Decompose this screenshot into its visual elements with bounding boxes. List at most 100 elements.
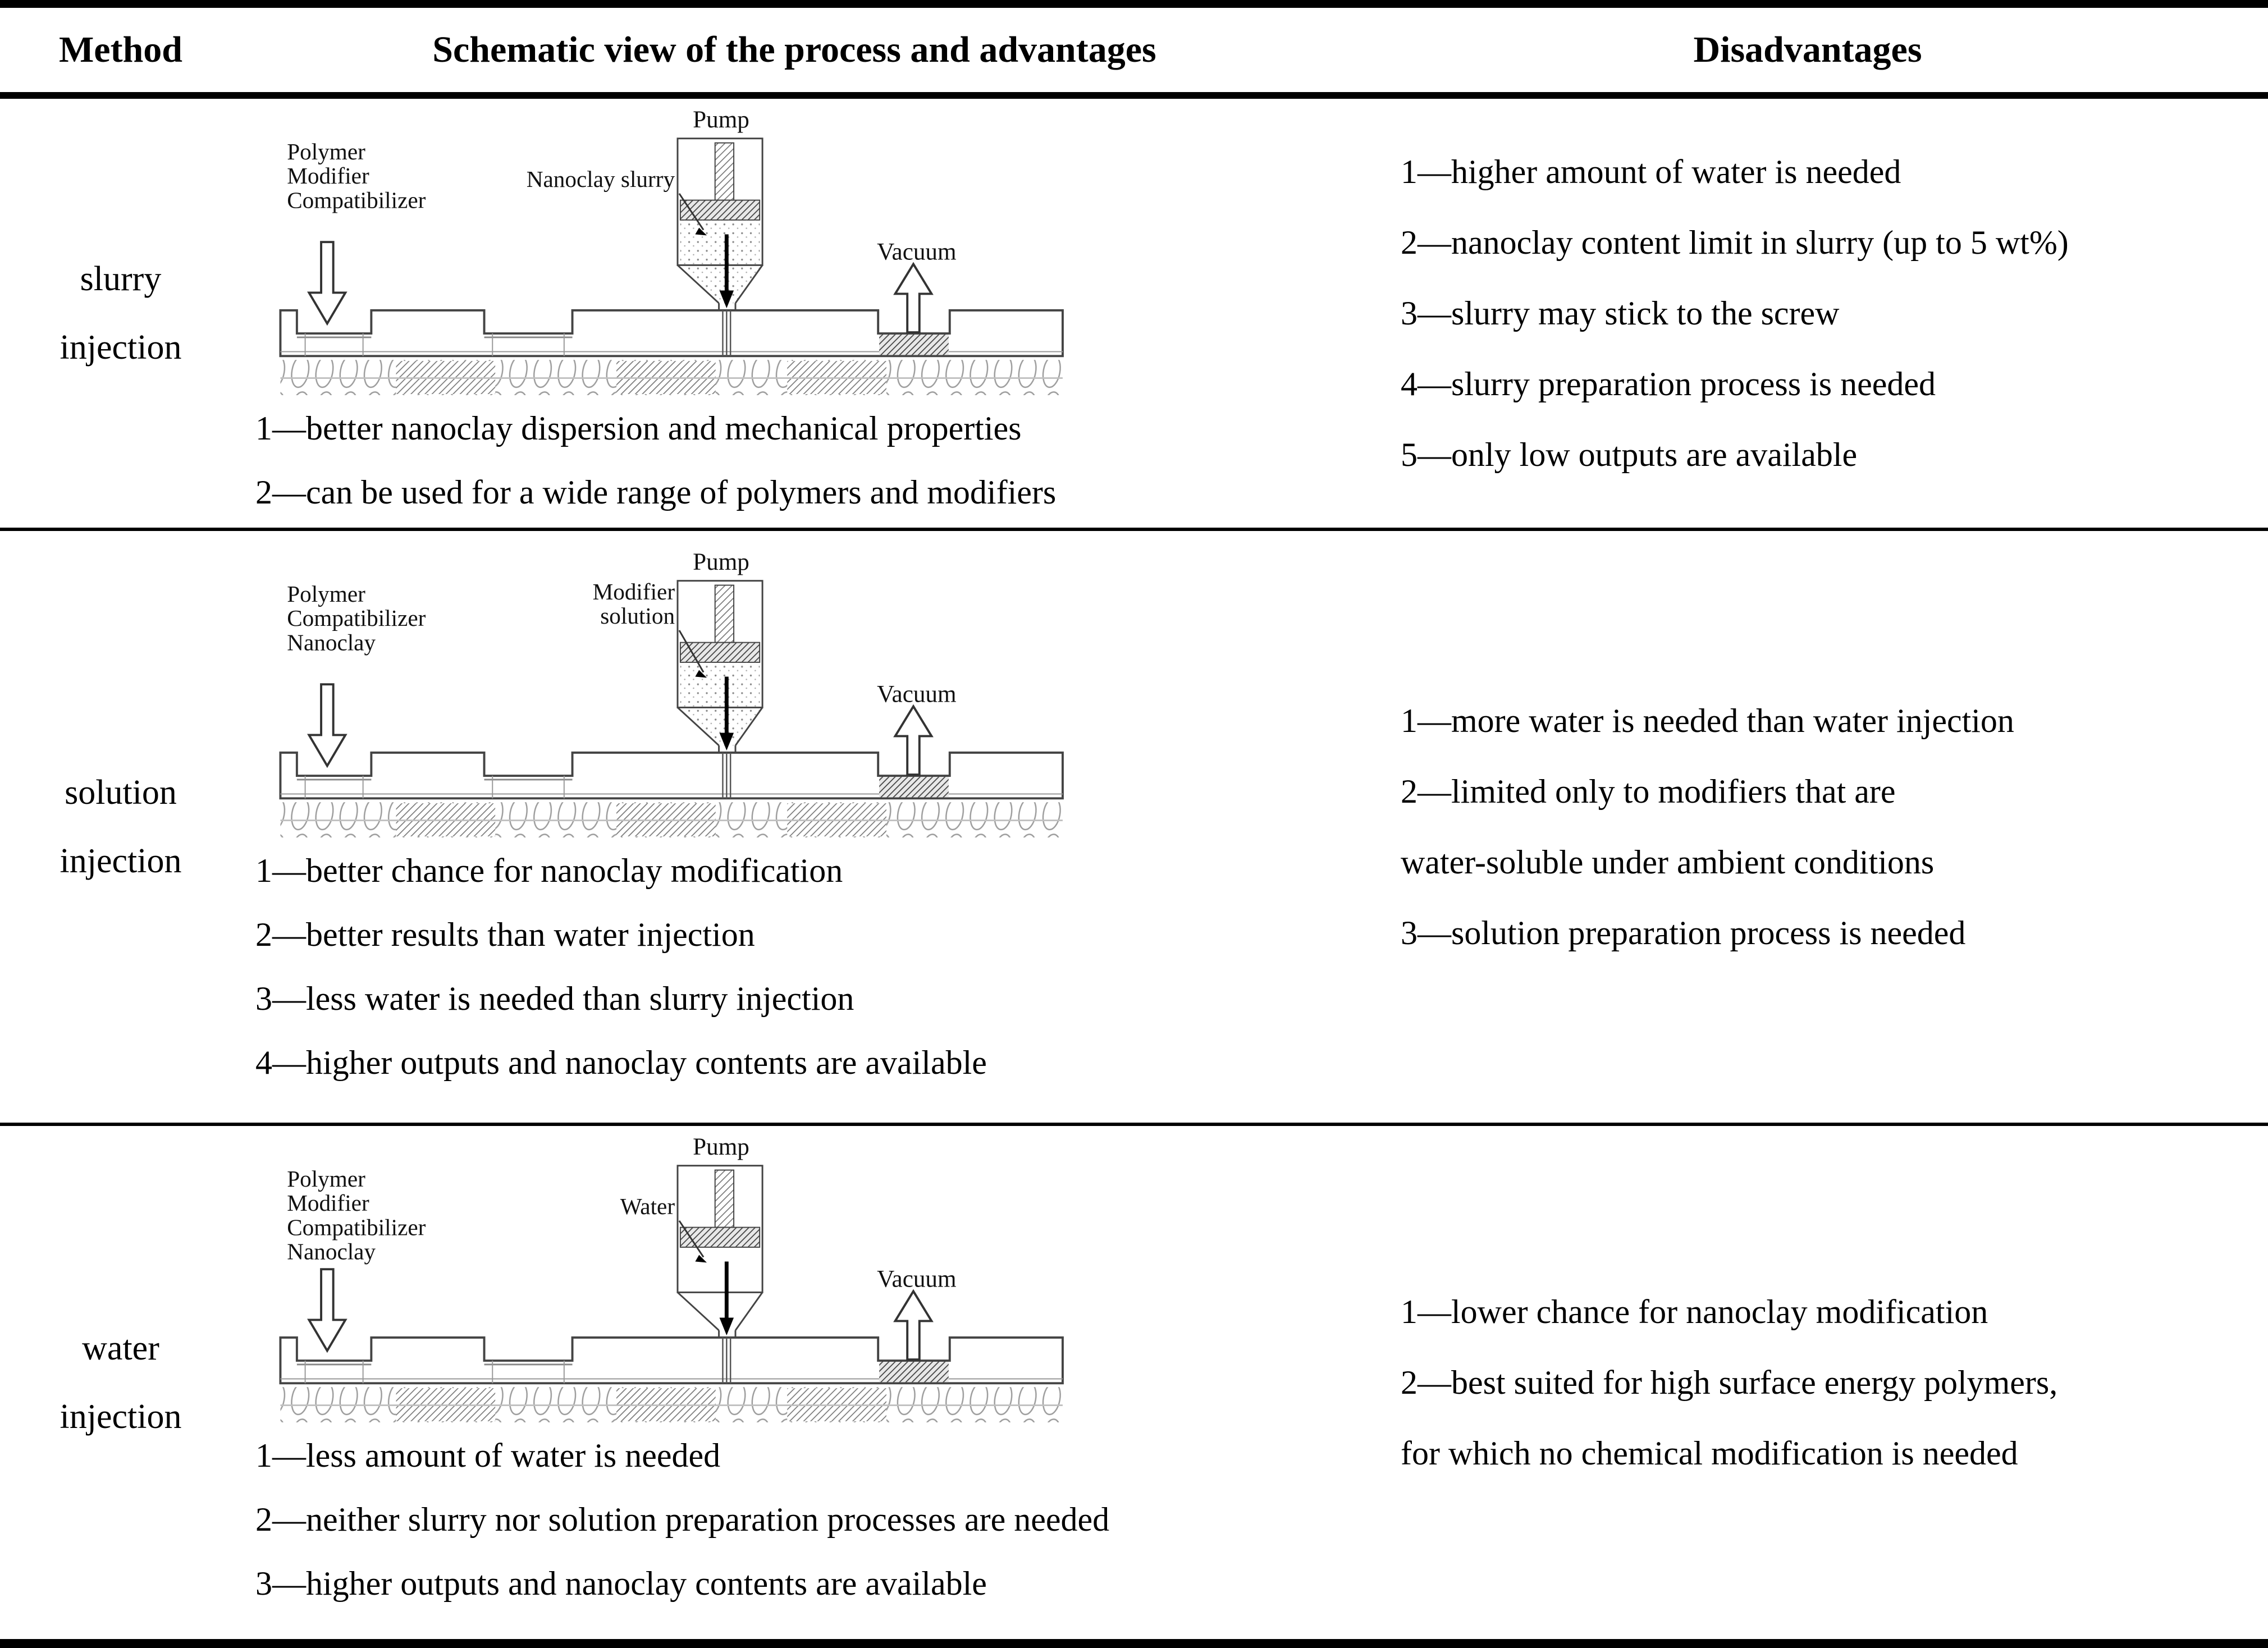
feed-label: Polymer — [287, 581, 365, 607]
injection-leader-arrow — [678, 630, 707, 678]
advantage-item: 1—better chance for nanoclay modificatio… — [255, 852, 843, 889]
advantage-item: 1—better nanoclay dispersion and mechani… — [255, 410, 1022, 447]
extruder-schematic-image: Polymer Compatibilizer Nanoclay Modifier… — [279, 549, 1064, 837]
extruder-schematic-water: Polymer Modifier Compatibilizer Nanoclay… — [264, 1126, 1347, 1423]
pump-label: Pump — [693, 107, 749, 133]
vacuum-port-floor — [879, 335, 949, 355]
feed-label: Polymer — [287, 1166, 365, 1192]
screw — [280, 360, 1063, 395]
disadvantage-item: 4—slurry preparation process is needed — [1401, 365, 1936, 402]
method-cell-water-injection: water injection — [0, 1126, 241, 1639]
advantages-list: 1—less amount of water is needed 2—neith… — [241, 1423, 1347, 1615]
table-row: slurry injection — [0, 99, 2268, 528]
pump-label: Pump — [693, 549, 749, 575]
extruder-schematic-image: Polymer Modifier Compatibilizer Nanoclay… — [279, 1134, 1064, 1422]
injection-leader-arrow — [678, 193, 707, 236]
vacuum-arrow-icon — [893, 704, 934, 776]
pump-syringe — [676, 1165, 763, 1338]
advantage-item: 4—higher outputs and nanoclay contents a… — [255, 1044, 987, 1081]
disadvantage-item: 2—nanoclay content limit in slurry (up t… — [1401, 224, 2069, 261]
feed-label: Nanoclay — [287, 1239, 376, 1265]
disadvantage-item: 1—higher amount of water is needed — [1401, 153, 1901, 190]
header-method: Method — [59, 29, 182, 70]
extruder-barrel — [279, 1336, 1064, 1385]
feed-label: Nanoclay — [287, 629, 376, 655]
extruder-barrel — [279, 751, 1064, 800]
injection-source-label: Water — [620, 1193, 675, 1219]
pump-piston — [679, 199, 761, 221]
extruder-barrel — [279, 309, 1064, 358]
schematic-advantages-cell: Polymer Modifier Compatibilizer Nanoclay… — [241, 99, 1347, 528]
disadvantage-item: 2—limited only to modifiers that are — [1401, 773, 1896, 810]
disadvantage-item: water-soluble under ambient conditions — [1401, 844, 1935, 881]
pump-syringe — [676, 580, 763, 753]
feed-label: Polymer — [287, 139, 365, 164]
table-row: water injection — [0, 1126, 2268, 1639]
method-line: injection — [60, 328, 182, 367]
method-line: water — [82, 1329, 159, 1367]
feed-label: Compatibilizer — [287, 1214, 426, 1240]
pump-syringe — [676, 138, 763, 310]
pump-piston — [679, 642, 761, 663]
injection-source-label: Modifier — [593, 579, 675, 605]
schematic-advantages-cell: Polymer Compatibilizer Nanoclay Modifier… — [241, 531, 1347, 1123]
vacuum-port-floor — [879, 1362, 949, 1383]
method-cell-slurry-injection: slurry injection — [0, 99, 241, 528]
header-separator — [0, 92, 2268, 99]
method-line: solution — [65, 773, 177, 812]
advantage-item: 1—less amount of water is needed — [255, 1437, 721, 1474]
solution-content — [680, 662, 760, 708]
disadvantages-cell: 1—lower chance for nanoclay modification… — [1347, 1126, 2268, 1639]
advantage-item: 2—can be used for a wide range of polyme… — [255, 474, 1057, 511]
vacuum-arrow-icon — [893, 262, 934, 334]
screw — [280, 1387, 1063, 1422]
advantage-item: 2—better results than water injection — [255, 916, 755, 953]
table-top-border — [0, 0, 2268, 8]
disadvantages-cell: 1—more water is needed than water inject… — [1347, 531, 2268, 1123]
row-separator — [0, 1123, 2268, 1126]
slurry-content — [680, 219, 760, 265]
pump-rod — [714, 584, 735, 643]
method-line: injection — [60, 842, 182, 880]
disadvantage-item: 1—more water is needed than water inject… — [1401, 702, 2014, 739]
table-row: solution injection — [0, 531, 2268, 1123]
header-disadvantages: Disadvantages — [1693, 29, 1922, 70]
table-header-row: Method Schematic view of the process and… — [0, 8, 2268, 92]
vacuum-port-floor — [879, 777, 949, 798]
advantage-item: 2—neither slurry nor solution preparatio… — [255, 1501, 1110, 1538]
extruder-schematic-slurry: Polymer Modifier Compatibilizer Nanoclay… — [264, 99, 1347, 396]
advantage-item: 3—higher outputs and nanoclay contents a… — [255, 1565, 987, 1602]
vacuum-label: Vacuum — [877, 239, 956, 265]
disadvantage-item: for which no chemical modification is ne… — [1401, 1435, 2018, 1472]
pump-label: Pump — [693, 1134, 749, 1160]
feed-arrow-icon — [307, 241, 347, 326]
feed-label: Modifier — [287, 163, 369, 189]
advantage-item: 3—less water is needed than slurry injec… — [255, 980, 854, 1017]
disadvantage-item: 3—solution preparation process is needed — [1401, 914, 1966, 951]
injection-source-label: solution — [600, 603, 675, 629]
disadvantages-cell: 1—higher amount of water is needed 2—nan… — [1347, 99, 2268, 528]
disadvantage-item: 2—best suited for high surface energy po… — [1401, 1364, 2058, 1401]
feed-arrow-icon — [307, 683, 347, 768]
row-separator — [0, 528, 2268, 531]
disadvantage-item: 3—slurry may stick to the screw — [1401, 295, 1840, 332]
disadvantage-item: 5—only low outputs are available — [1401, 436, 1858, 473]
screw — [280, 802, 1063, 837]
method-line: injection — [60, 1398, 182, 1436]
schematic-advantages-cell: Polymer Modifier Compatibilizer Nanoclay… — [241, 1126, 1347, 1639]
extruder-schematic-solution: Polymer Compatibilizer Nanoclay Modifier… — [264, 541, 1347, 839]
advantages-list: 1—better nanoclay dispersion and mechani… — [241, 396, 1347, 524]
extruder-schematic-image: Polymer Modifier Compatibilizer Nanoclay… — [279, 107, 1064, 395]
injection-leader-arrow — [678, 1220, 707, 1263]
feed-label: Modifier — [287, 1190, 369, 1216]
pump-rod — [714, 1169, 735, 1228]
feed-arrow-icon — [307, 1268, 347, 1353]
feed-label: Compatibilizer — [287, 187, 426, 213]
pump-piston — [679, 1226, 761, 1248]
injection-source-label: Nanoclay slurry — [527, 166, 675, 192]
method-line: slurry — [80, 260, 162, 298]
vacuum-label: Vacuum — [877, 681, 956, 708]
feed-label: Compatibilizer — [287, 605, 426, 631]
pump-rod — [714, 142, 735, 201]
header-schematic-advantages: Schematic view of the process and advant… — [432, 29, 1156, 70]
